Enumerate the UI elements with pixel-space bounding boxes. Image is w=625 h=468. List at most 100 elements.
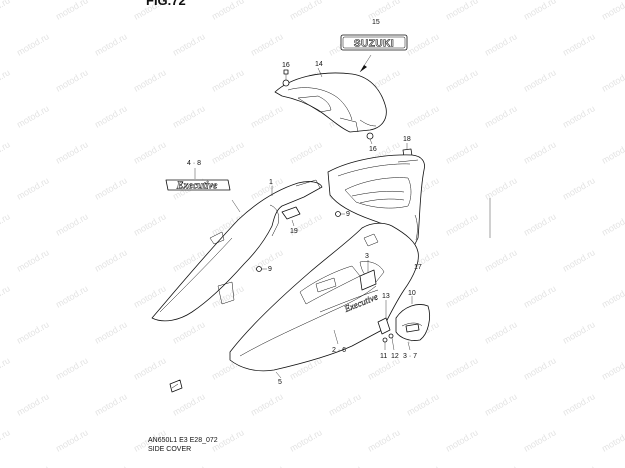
watermark-text: motod.ru — [54, 211, 90, 237]
watermark-text: motod.ru — [405, 391, 441, 417]
watermark-text: motod.ru — [15, 391, 51, 417]
watermark-text: motod.ru — [171, 31, 207, 57]
watermark-text: motod.ru — [600, 139, 625, 165]
watermark-text: motod.ru — [249, 103, 285, 129]
watermark-text: motod.ru — [483, 31, 519, 57]
callout-5: 5 — [278, 379, 282, 386]
watermark-text: motod.ru — [54, 0, 90, 22]
suzuki-emblem-text: SUZUKI — [354, 39, 394, 50]
watermark-text: motod.ru — [483, 319, 519, 345]
direction-arrow-icon — [169, 379, 183, 393]
watermark-text: motod.ru — [288, 0, 324, 22]
watermark-text: motod.ru — [93, 175, 129, 201]
watermark-text: motod.ru — [93, 31, 129, 57]
callout-9-lower: 9 — [268, 266, 272, 273]
watermark-text: motod.ru — [561, 175, 597, 201]
callout-18: 18 — [403, 136, 411, 143]
watermark-text: motod.ru — [15, 319, 51, 345]
watermark-text: motod.ru — [561, 319, 597, 345]
rear-tail-cover-part — [327, 154, 425, 263]
watermark-text: motod.ru — [93, 103, 129, 129]
watermark-text: motod.ru — [327, 463, 363, 468]
callout-3-7: 3 · 7 — [403, 353, 417, 360]
callout-15: 15 — [372, 19, 380, 26]
watermark-text: motod.ru — [54, 67, 90, 93]
watermark-text: motod.ru — [171, 103, 207, 129]
suzuki-emblem-part: SUZUKI — [340, 34, 408, 73]
watermark-text: motod.ru — [288, 139, 324, 165]
watermark-text: motod.ru — [405, 103, 441, 129]
figure-caption: SIDE COVER — [148, 446, 192, 453]
watermark-text: motod.ru — [444, 427, 480, 453]
side-emblem-panel-part — [395, 296, 430, 351]
watermark-text: motod.ru — [249, 31, 285, 57]
watermark-text: motod.ru — [249, 391, 285, 417]
watermark-text: motod.ru — [0, 0, 12, 22]
watermark-text: motod.ru — [405, 31, 441, 57]
executive-emblem-part: Executive — [165, 168, 231, 192]
watermark-text: motod.ru — [0, 211, 12, 237]
watermark-text: motod.ru — [15, 31, 51, 57]
callout-16-lower: 16 — [369, 146, 377, 153]
watermark-text: motod.ru — [444, 67, 480, 93]
watermark-text: motod.ru — [561, 391, 597, 417]
callout-14: 14 — [315, 61, 323, 68]
watermark-text: motod.ru — [522, 0, 558, 22]
watermark-text: motod.ru — [483, 247, 519, 273]
watermark-text: motod.ru — [444, 355, 480, 381]
watermark-text: motod.ru — [249, 463, 285, 468]
lower-side-cover-part: Executive — [229, 222, 419, 379]
watermark-text: motod.ru — [483, 175, 519, 201]
watermark-text: motod.ru — [132, 355, 168, 381]
callout-4-8: 4 · 8 — [187, 160, 201, 167]
callout-17: 17 — [414, 264, 422, 271]
bolt-part-9-upper — [335, 211, 345, 217]
watermark-text: motod.ru — [483, 391, 519, 417]
callout-11: 11 — [380, 353, 387, 360]
watermark-text: motod.ru — [600, 211, 625, 237]
watermark-text: motod.ru — [522, 211, 558, 237]
watermark-text: motod.ru — [600, 427, 625, 453]
watermark-text: motod.ru — [93, 319, 129, 345]
watermark-text: motod.ru — [0, 355, 12, 381]
pad-part-19 — [281, 206, 301, 227]
rear-top-cover-part — [274, 67, 387, 145]
watermark-text: motod.ru — [288, 427, 324, 453]
watermark-text: motod.ru — [93, 463, 129, 468]
watermark-text: motod.ru — [93, 391, 129, 417]
watermark-text: motod.ru — [210, 0, 246, 22]
executive-emblem-text: Executive — [176, 181, 218, 192]
callout-13: 13 — [382, 293, 390, 300]
watermark-text: motod.ru — [0, 427, 12, 453]
watermark-text: motod.ru — [15, 247, 51, 273]
watermark-text: motod.ru — [522, 355, 558, 381]
watermark-text: motod.ru — [483, 463, 519, 468]
watermark-text: motod.ru — [600, 0, 625, 22]
callout-16-upper: 16 — [282, 62, 290, 69]
watermark-text: motod.ru — [54, 139, 90, 165]
watermark-text: motod.ru — [210, 67, 246, 93]
watermark-text: motod.ru — [600, 355, 625, 381]
watermark-text: motod.ru — [444, 211, 480, 237]
watermark-text: motod.ru — [600, 67, 625, 93]
watermark-text: motod.ru — [327, 391, 363, 417]
watermark-text: motod.ru — [15, 175, 51, 201]
callout-3: 3 — [365, 253, 369, 260]
watermark-text: motod.ru — [522, 67, 558, 93]
watermark-text: motod.ru — [93, 247, 129, 273]
watermark-text: motod.ru — [522, 283, 558, 309]
callout-10: 10 — [408, 290, 416, 297]
watermark-text: motod.ru — [132, 211, 168, 237]
watermark-text: motod.ru — [132, 67, 168, 93]
left-side-cover-part — [151, 179, 323, 322]
watermark-text: motod.ru — [561, 247, 597, 273]
callout-9-upper: 9 — [346, 211, 350, 218]
clip-parts-11-12-13 — [377, 300, 395, 351]
watermark-text: motod.ru — [171, 391, 207, 417]
watermark-text: motod.ru — [483, 103, 519, 129]
watermark-text: motod.ru — [15, 103, 51, 129]
watermark-text: motod.ru — [366, 427, 402, 453]
